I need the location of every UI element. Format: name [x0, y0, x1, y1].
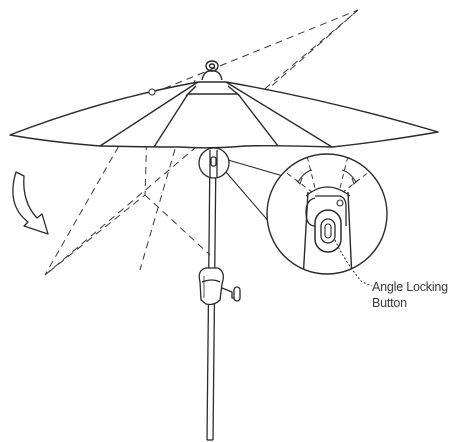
umbrella-canopy [9, 81, 439, 149]
label-line-1: Angle Locking [372, 280, 448, 294]
tilt-direction-arrow-icon [12, 171, 49, 235]
crank-handle-icon [198, 267, 241, 306]
callout-leader-line [334, 239, 373, 287]
tilt-joint-marker [198, 147, 230, 179]
label-line-2: Button [372, 296, 407, 310]
tilt-pivot-bead [148, 88, 156, 96]
angle-locking-button-label: Angle Locking Button [372, 279, 448, 311]
zoom-detail-circle [266, 153, 388, 275]
angle-locking-button [314, 209, 342, 253]
